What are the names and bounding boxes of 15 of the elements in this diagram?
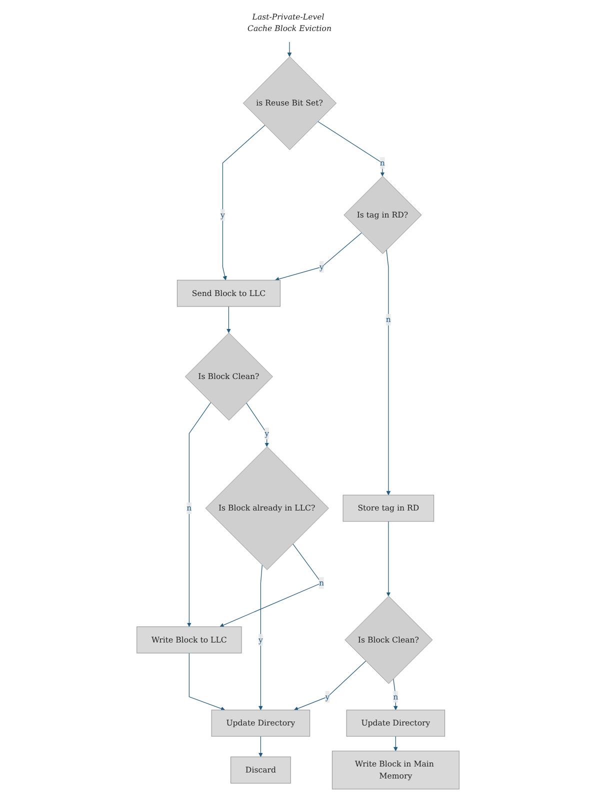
arrow: [393, 678, 398, 710]
arrow: [226, 306, 231, 334]
arrow: [318, 121, 385, 176]
arrow: [394, 736, 398, 752]
arrow: [187, 402, 212, 627]
arrow: [258, 736, 263, 758]
arrow: [222, 124, 266, 280]
arrow: [188, 652, 226, 711]
arrow: [294, 660, 366, 711]
arrow: [287, 42, 292, 57]
arrow: [386, 249, 391, 496]
arrow: [274, 232, 362, 282]
arrow: [386, 521, 391, 596]
arrow: [258, 564, 263, 710]
arrow: [246, 402, 269, 447]
